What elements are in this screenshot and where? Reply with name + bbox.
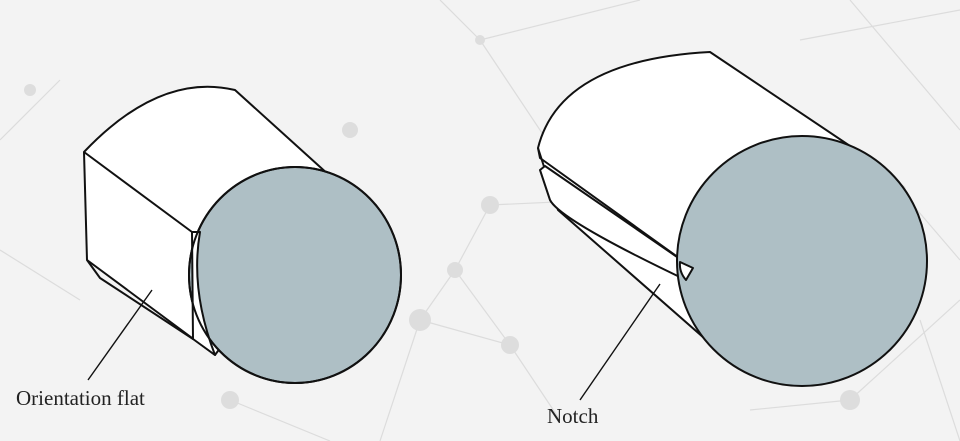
notch-groove — [537, 147, 694, 269]
flat-leader-line — [87, 289, 153, 381]
flat-face-strip — [86, 259, 194, 340]
flat-wafer-face-outline — [188, 166, 402, 384]
notch-wafer-face — [676, 135, 928, 387]
wafer-orientation-flat — [83, 85, 402, 384]
notch-label: Notch — [547, 404, 599, 428]
notch-leader-line — [579, 283, 661, 401]
flat-top-edge — [83, 151, 193, 233]
flat-on-face — [191, 231, 216, 356]
wafer-notch — [537, 51, 928, 401]
orientation-flat-label: Orientation flat — [16, 386, 145, 410]
notch-cut-on-face — [678, 261, 694, 281]
flat-wafer-face — [188, 166, 402, 384]
